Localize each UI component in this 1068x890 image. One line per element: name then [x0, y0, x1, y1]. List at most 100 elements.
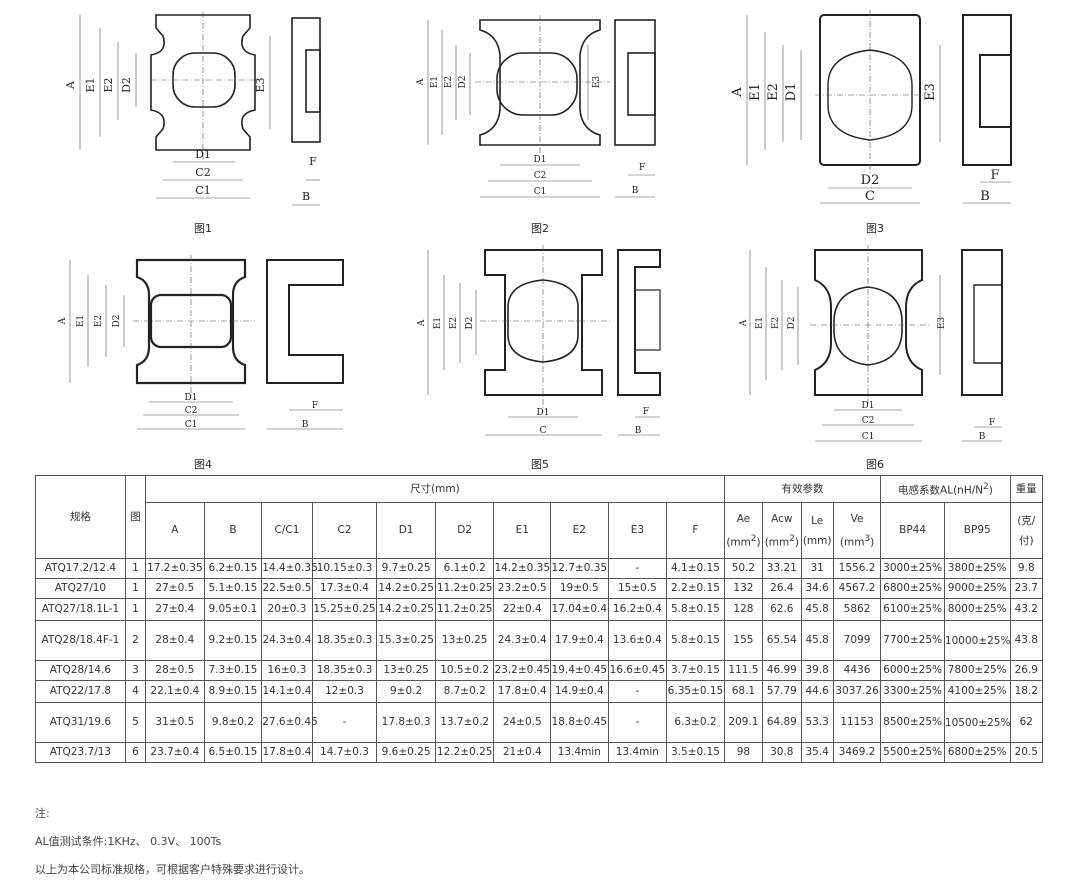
table-cell: 8000±25%	[943, 598, 1011, 621]
table-cell: 15±0.5	[607, 578, 668, 599]
table-cell: 18.35±0.3	[311, 660, 378, 681]
header-fig: 图	[124, 475, 147, 559]
fig5-label-F: F	[643, 407, 649, 417]
fig1-label-F: F	[309, 155, 317, 168]
col-bp44: BP44	[880, 502, 945, 559]
col-ve-close: )	[870, 536, 875, 549]
table-cell: 23.2±0.45	[493, 660, 552, 681]
col-ae-unit: (mm	[726, 536, 751, 549]
table-cell: 19.4±0.45	[550, 660, 609, 681]
table-cell: 31	[800, 558, 834, 579]
table-cell: 64.89	[762, 702, 802, 743]
table-cell: 62.6	[762, 598, 802, 621]
col-D1: D1	[376, 502, 436, 559]
fig6-label-E3: E3	[937, 317, 947, 330]
table-cell: 14.1±0.4	[261, 680, 313, 703]
table-cell: 209.1	[723, 702, 764, 743]
figure-6-caption: 图6	[866, 458, 884, 471]
table-cell: 28±0.5	[145, 660, 205, 681]
fig4-label-E2: E2	[94, 315, 104, 327]
table-cell: 8.9±0.15	[203, 680, 263, 703]
fig1-label-E1: E1	[84, 77, 97, 92]
table-cell: 5.8±0.15	[666, 598, 725, 621]
fig2-label-D1: D1	[534, 155, 547, 165]
table-cell: 15.25±0.25	[311, 598, 378, 621]
fig2-label-D2: D2	[458, 76, 468, 89]
table-cell: 9.6±0.25	[376, 742, 436, 763]
figure-1-caption: 图1	[194, 222, 212, 235]
figure-3-caption: 图3	[866, 222, 884, 235]
table-cell: 9.05±0.1	[203, 598, 263, 621]
table-cell: 5500±25%	[880, 742, 945, 763]
table-cell: 43.2	[1009, 598, 1044, 621]
fig3-label-E3: E3	[923, 83, 938, 101]
table-cell: 5862	[832, 598, 882, 621]
header-al-text: 电感系数AL(nH/N	[898, 484, 984, 497]
header-dims: 尺寸(mm)	[145, 475, 725, 503]
table-cell: 3469.2	[832, 742, 882, 763]
fig5-label-B: B	[635, 426, 642, 436]
table-cell: 24.3±0.4	[493, 620, 552, 661]
fig4-label-D1: D1	[185, 393, 198, 403]
fig2-label-E1: E1	[430, 76, 440, 88]
table-cell: 12.7±0.35	[550, 558, 609, 579]
table-cell: 5	[124, 702, 147, 743]
col-D2: D2	[434, 502, 495, 559]
table-cell: 7700±25%	[880, 620, 945, 661]
table-cell: 7099	[832, 620, 882, 661]
table-cell: 11.2±0.25	[434, 578, 495, 599]
table-cell: 20±0.3	[261, 598, 313, 621]
fig1-label-E3: E3	[254, 77, 267, 92]
table-cell: 5.8±0.15	[666, 620, 725, 661]
fig3-label-A: A	[730, 87, 745, 98]
table-cell: 44.6	[800, 680, 834, 703]
fig4-label-C1: C1	[185, 420, 198, 430]
table-cell: 14.7±0.3	[311, 742, 378, 763]
header-eff: 有效参数	[723, 475, 882, 503]
table-cell: 22±0.4	[493, 598, 552, 621]
table-cell: 3.7±0.15	[666, 660, 725, 681]
table-cell: 8.7±0.2	[434, 680, 495, 703]
table-cell: 23.7	[1009, 578, 1044, 599]
table-cell: 8500±25%	[880, 702, 945, 743]
fig2-label-F: F	[639, 163, 645, 173]
table-cell: 7.3±0.15	[203, 660, 263, 681]
fig1-label-E2: E2	[102, 77, 115, 92]
table-cell: 4567.2	[832, 578, 882, 599]
figure-3: A E1 E2 D1 E3 D2 C B F	[725, 10, 1025, 210]
fig5-label-D2: D2	[465, 317, 475, 330]
header-al: 电感系数AL(nH/N2)	[880, 475, 1011, 503]
table-cell: 9.2±0.15	[203, 620, 263, 661]
col-E1: E1	[493, 502, 552, 559]
table-cell: 5.1±0.15	[203, 578, 263, 599]
table-cell: 132	[723, 578, 764, 599]
col-acw-unit: (mm	[764, 536, 790, 549]
col-ve-name: Ve	[850, 512, 864, 525]
table-cell: ATQ31/19.6	[35, 702, 126, 743]
table-cell: 12.2±0.25	[434, 742, 495, 763]
table-cell: -	[607, 558, 668, 579]
col-le-unit: (mm)	[802, 534, 832, 547]
table-cell: 9.8±0.2	[203, 702, 263, 743]
notes: 注: AL值测试条件:1KHz、 0.3V、 100Ts 以上为本公司标准规格，…	[35, 806, 310, 890]
fig1-label-D2: D2	[120, 77, 133, 93]
table-cell: 6000±25%	[880, 660, 945, 681]
col-le: Le(mm)	[800, 502, 834, 559]
fig4-label-D2: D2	[112, 315, 122, 328]
fig6-label-E2: E2	[771, 317, 781, 329]
header-al-sup: 2	[983, 481, 989, 492]
col-acw-name: Acw	[771, 512, 793, 525]
figure-2: A E1 E2 D2 E3 D1 C2 C1 B F	[410, 15, 670, 205]
table-cell: 4	[124, 680, 147, 703]
fig4-label-A: A	[58, 317, 68, 325]
table-cell: 22.1±0.4	[145, 680, 205, 703]
table-cell: 46.99	[762, 660, 802, 681]
fig4-label-F: F	[312, 401, 318, 411]
table-cell: 128	[723, 598, 764, 621]
col-ae-name: Ae	[736, 512, 751, 525]
table-cell: 14.2±0.25	[376, 598, 436, 621]
